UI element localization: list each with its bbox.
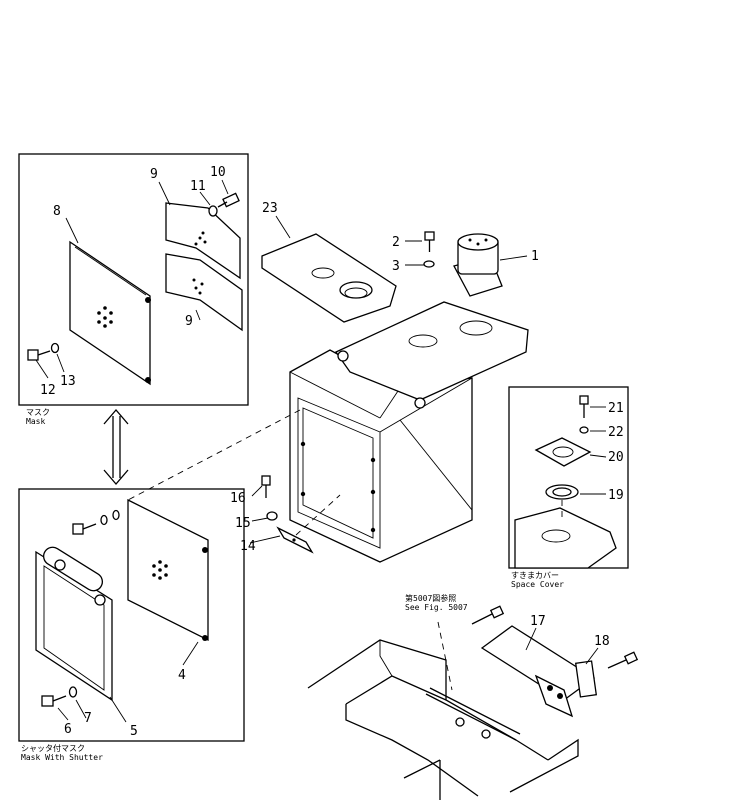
callout-18: 18 xyxy=(594,634,610,649)
callout-15: 15 xyxy=(235,516,251,531)
bracket-plate-18 xyxy=(574,660,598,698)
space-cover-inset: 21 22 20 19 すきまカバー Space Cover xyxy=(508,386,629,589)
caption-fig-jp: 第5007図参照 xyxy=(405,593,456,603)
washer-icon xyxy=(208,205,218,217)
washer-icon xyxy=(50,342,60,354)
bolt-icon xyxy=(579,395,589,418)
bolt-icon xyxy=(471,605,505,625)
callout-16: 16 xyxy=(230,491,246,506)
shutter-plate-upper xyxy=(165,202,241,280)
mask-inset: 8 9 11 10 9 12 13 マスク Mask xyxy=(18,153,249,426)
caption-space-en: Space Cover xyxy=(511,580,564,589)
bolt-icon xyxy=(607,651,639,669)
caption-space-jp: すきまカバー xyxy=(511,571,559,580)
main-assembly: 2 3 1 23 14 15 16 xyxy=(127,201,539,563)
double-arrow-icon xyxy=(103,409,129,485)
callout-3: 3 xyxy=(392,259,400,274)
caption-shutter-en: Mask With Shutter xyxy=(21,753,103,762)
top-plate xyxy=(335,301,529,401)
caption-mask-en: Mask xyxy=(26,417,45,426)
bolt-icon xyxy=(72,523,97,535)
callout-2: 2 xyxy=(392,235,400,250)
bolt-icon xyxy=(41,695,67,707)
callout-4: 4 xyxy=(178,668,186,683)
callout-12: 12 xyxy=(40,383,56,398)
callout-10: 10 xyxy=(210,165,226,180)
callout-6: 6 xyxy=(64,722,72,737)
callout-21: 21 xyxy=(608,401,624,416)
callout-23: 23 xyxy=(262,201,278,216)
callout-9: 9 xyxy=(185,314,193,329)
caption-fig-en: See Fig. 5007 xyxy=(405,603,468,612)
caption-mask-jp: マスク xyxy=(26,408,50,417)
caption-shutter-jp: シャッタ付マスク xyxy=(21,743,85,753)
callout-11: 11 xyxy=(190,179,206,194)
callout-8: 8 xyxy=(53,204,61,219)
callout-17: 17 xyxy=(530,614,546,629)
shutter-plate-lower xyxy=(165,253,243,332)
cover-plate xyxy=(261,233,397,323)
callout-7: 7 xyxy=(84,711,92,726)
callout-9: 9 xyxy=(150,167,158,182)
callout-19: 19 xyxy=(608,488,624,503)
shutter-mask-inset: 4 5 6 7 シャッタ付マスク Mask With Shutter xyxy=(18,488,245,762)
callout-5: 5 xyxy=(130,724,138,739)
callout-22: 22 xyxy=(608,425,624,440)
frame-assembly: 17 18 第5007図参照 See Fig. 5007 xyxy=(307,593,639,800)
callout-1: 1 xyxy=(531,249,539,264)
bolt-icon xyxy=(424,231,435,252)
callout-13: 13 xyxy=(60,374,76,389)
washer-icon xyxy=(68,686,78,698)
bolt-icon xyxy=(27,349,51,361)
callout-20: 20 xyxy=(608,450,624,465)
bolt-icon xyxy=(217,192,240,208)
floor-plate xyxy=(514,507,617,569)
bolt-icon xyxy=(261,475,271,498)
mask-panel xyxy=(127,498,209,642)
washer-icon xyxy=(266,511,278,521)
callout-14: 14 xyxy=(240,539,256,554)
cap-icon xyxy=(453,233,503,297)
shutter-roller xyxy=(42,546,104,592)
washer-icon xyxy=(579,426,589,434)
space-cover-plate xyxy=(534,437,592,467)
washer-icon xyxy=(423,260,435,268)
